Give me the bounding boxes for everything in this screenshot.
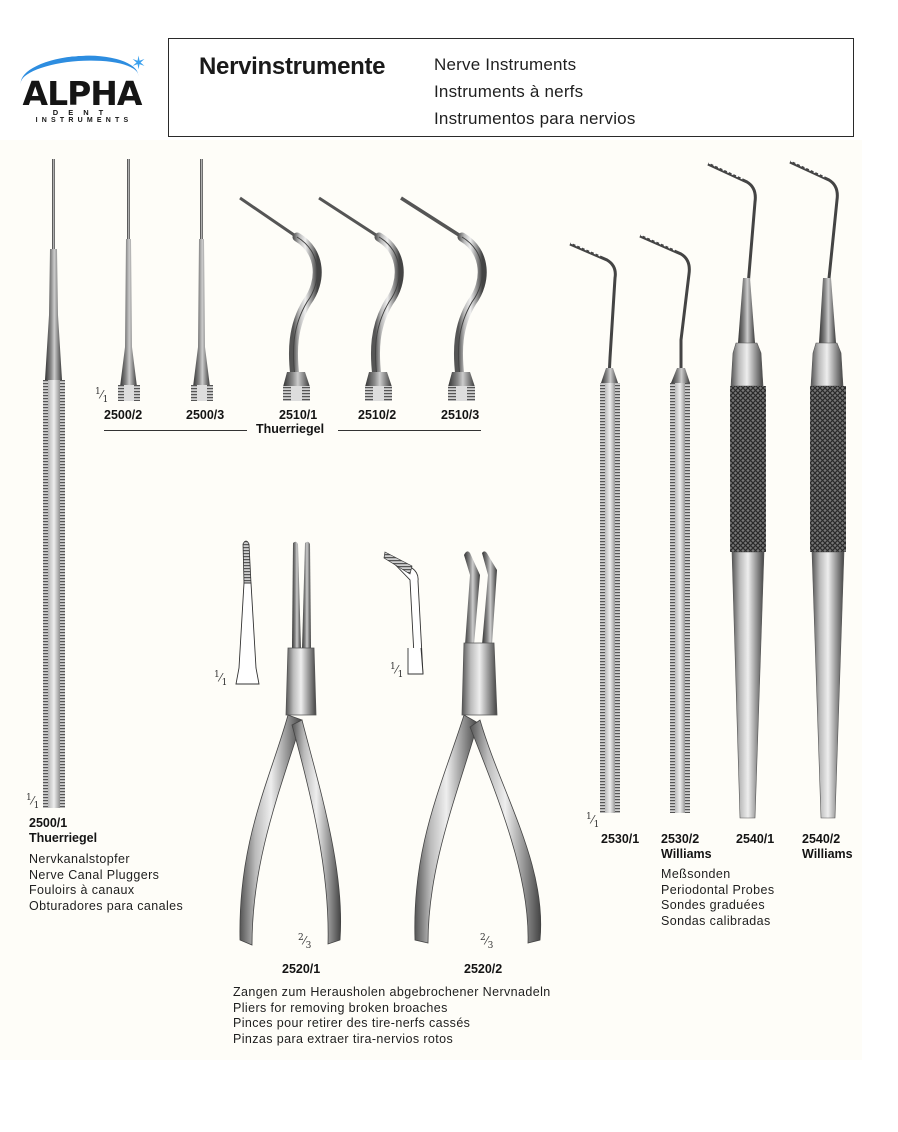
subtitle-french: Instruments à nerfs (434, 82, 584, 101)
code-2510-1: 2510/1 (279, 408, 318, 422)
code-2510-3: 2510/3 (441, 408, 480, 422)
pliers-description: Zangen zum Herausholen abgebrochener Ner… (233, 985, 551, 1047)
header-box: Nervinstrumente Nerve Instruments Instru… (168, 38, 854, 137)
catalog-page-background (0, 140, 862, 1060)
instrument-2510-2-plugger (318, 196, 404, 401)
name-2530-2-williams: Williams (661, 847, 712, 861)
group-label-thuerriegel: Thuerriegel (256, 422, 325, 436)
plier-1-scale: 2⁄3 (298, 933, 312, 951)
probe-2540-2 (789, 160, 846, 819)
pliers-desc-german: Zangen zum Herausholen abgebrochener Ner… (233, 985, 551, 999)
plier-2520-1-tip-detail (235, 540, 260, 685)
desc-english: Nerve Canal Pluggers (29, 867, 160, 882)
name-thuerriegel: Thuerriegel (29, 831, 98, 845)
probes-description: Meßsonden Periodontal Probes Sondes grad… (661, 867, 775, 929)
plier-2-scale: 2⁄3 (480, 933, 494, 951)
page-title: Nervinstrumente (199, 53, 386, 80)
probe-2540-1 (707, 162, 766, 819)
probes-desc-spanish: Sondas calibradas (661, 913, 771, 928)
probes-desc-french: Sondes graduées (661, 898, 765, 912)
pliers-desc-english: Pliers for removing broken broaches (233, 1000, 448, 1015)
code-2530-2: 2530/2 (661, 832, 700, 846)
code-2530-1: 2530/1 (601, 832, 640, 846)
logo-star-icon: ✶ (131, 53, 147, 73)
desc-german: Nervkanalstopfer (29, 852, 130, 866)
code-2540-1: 2540/1 (736, 832, 775, 846)
pliers-desc-french: Pinces pour retirer des tire-nerfs cassé… (233, 1016, 471, 1030)
group-rule-left (104, 430, 247, 431)
plier-2520-2-tip-detail (383, 551, 424, 675)
probe-2530-1 (569, 242, 620, 813)
probes-desc-english: Periodontal Probes (661, 882, 775, 897)
instrument-2500-1-plugger (43, 159, 65, 808)
subtitle-english: Nerve Instruments (434, 55, 577, 74)
code-2500-1: 2500/1 (29, 816, 68, 830)
probe-2530-2 (639, 234, 691, 813)
logo-instruments: INSTRUMENTS (35, 117, 133, 124)
instrument-2510-1-plugger (239, 196, 322, 401)
code-2500-3: 2500/3 (186, 408, 225, 422)
desc-spanish: Obturadores para canales (29, 898, 184, 913)
plier-1-tip-scale: 1⁄1 (214, 670, 228, 688)
pluggers-description: Nervkanalstopfer Nerve Canal Pluggers Fo… (29, 852, 183, 914)
code-2500-2: 2500/2 (104, 408, 143, 422)
plier-2520-2 (414, 551, 542, 944)
logo-dent: DENT (52, 108, 114, 117)
code-2540-2: 2540/2 (802, 832, 841, 846)
instrument-2500-3-plugger (191, 159, 213, 401)
instrument-2510-3-plugger (400, 196, 487, 401)
plier-2520-1 (239, 541, 341, 946)
subtitle-spanish: Instrumentos para nervios (434, 109, 636, 128)
pluggers-scale-label: 1⁄1 (95, 387, 109, 405)
code-2520-2: 2520/2 (464, 962, 503, 976)
long-plugger-scale: 1⁄1 (26, 793, 40, 811)
code-2510-2: 2510/2 (358, 408, 397, 422)
code-2520-1: 2520/1 (282, 962, 321, 976)
probes-scale-label: 1⁄1 (586, 812, 600, 830)
alpha-dent-logo: ✶ ALPHA DENT INSTRUMENTS (18, 51, 147, 127)
probes-desc-german: Meßsonden (661, 867, 731, 881)
pliers-desc-spanish: Pinzas para extraer tira-nervios rotos (233, 1031, 454, 1046)
desc-french: Fouloirs à canaux (29, 883, 135, 897)
plier-2-tip-scale: 1⁄1 (390, 662, 404, 680)
name-2540-2-williams: Williams (802, 847, 853, 861)
instrument-2500-2-plugger (118, 159, 140, 401)
group-rule-right (338, 430, 481, 431)
logo-brand: ALPHA (22, 74, 143, 113)
